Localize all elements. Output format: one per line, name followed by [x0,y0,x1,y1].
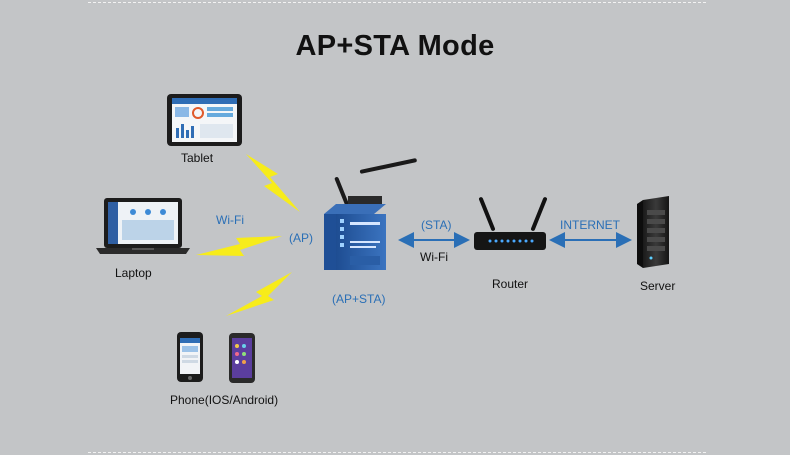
wifi-left-label: Wi-Fi [216,213,244,227]
phone-label: Phone(IOS/Android) [170,393,279,407]
phone-android-icon [229,333,255,383]
laptop-label: Laptop [115,266,152,280]
server-icon [637,196,669,268]
router-label: Router [492,277,529,291]
wifi-right-label: Wi-Fi [420,250,448,264]
router-icon [474,197,547,250]
sta-label: (STA) [421,218,452,232]
tablet-icon [167,94,242,146]
internet-label: INTERNET [560,218,620,232]
ap-sta-label: (AP+STA) [332,292,386,306]
bolt-phone [226,272,292,316]
bolt-laptop [196,236,282,256]
ap-label: (AP) [289,231,313,245]
laptop-icon [96,198,190,254]
tablet-label: Tablet [181,151,214,165]
top-divider [88,2,706,3]
server-label: Server [640,279,676,293]
bolt-tablet [246,154,300,212]
wifi-device-icon [324,158,417,270]
bottom-divider [88,452,706,453]
phone-ios-icon [177,332,203,382]
page-title: AP+STA Mode [295,30,495,62]
